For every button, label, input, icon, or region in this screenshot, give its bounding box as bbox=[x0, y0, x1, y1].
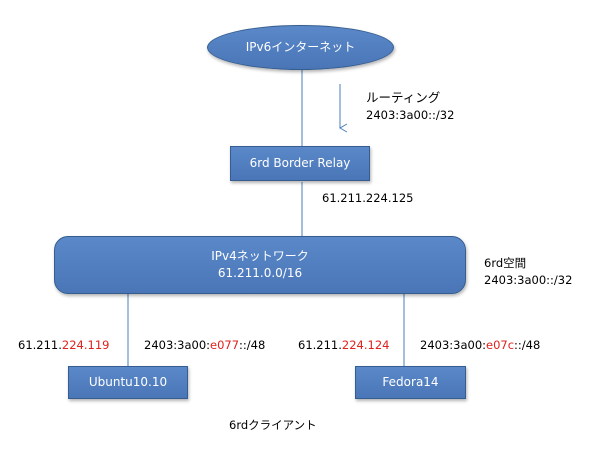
ubuntu-client-label: Ubuntu10.10 bbox=[88, 375, 168, 389]
ubuntu-ipv4-address: 61.211.224.119 bbox=[18, 337, 109, 353]
ubuntu-ipv4-network-part: 61.211. bbox=[18, 338, 62, 352]
relay-ipv4-address: 61.211.224.125 bbox=[322, 191, 414, 205]
ubuntu-client-node: Ubuntu10.10 bbox=[68, 366, 188, 399]
sixrd-space-title: 6rd空間 bbox=[484, 256, 527, 270]
routing-title: ルーティング bbox=[366, 90, 441, 105]
ipv6-internet-node: IPv6インターネット bbox=[207, 25, 394, 70]
ubuntu-ipv6-prefix: 2403:3a00:e077::/48 bbox=[144, 337, 265, 353]
ubuntu-ipv4-host-part: 224.119 bbox=[61, 338, 110, 352]
fedora-client-label: Fedora14 bbox=[382, 375, 439, 389]
fedora-ipv6-prefix: 2403:3a00:e07c::/48 bbox=[420, 337, 540, 353]
fedora-ipv4-host-part: 224.124 bbox=[341, 338, 390, 352]
fedora-ipv4-network-part: 61.211. bbox=[298, 338, 342, 352]
border-relay-label: 6rd Border Relay bbox=[249, 156, 351, 170]
ipv6-internet-label: IPv6インターネット bbox=[245, 40, 356, 54]
fedora-client-node: Fedora14 bbox=[355, 366, 466, 399]
ipv4-network-title: IPv4ネットワーク bbox=[211, 249, 309, 263]
sixrd-space-prefix: 2403:3a00::/32 bbox=[484, 273, 573, 287]
ubuntu-ipv6-embedded: e077 bbox=[210, 338, 240, 352]
ipv4-network-node: IPv4ネットワーク 61.211.0.0/16 bbox=[54, 236, 466, 294]
fedora-ipv6-embedded: e07c bbox=[486, 338, 515, 352]
fedora-ipv4-address: 61.211.224.124 bbox=[298, 337, 389, 353]
ubuntu-ipv6-suffix: ::/48 bbox=[239, 338, 266, 352]
border-relay-node: 6rd Border Relay bbox=[230, 146, 370, 181]
routing-prefix: 2403:3a00::/32 bbox=[366, 108, 455, 122]
ipv4-network-prefix: 61.211.0.0/16 bbox=[217, 266, 303, 280]
fedora-ipv6-base: 2403:3a00: bbox=[420, 338, 487, 352]
ubuntu-ipv6-base: 2403:3a00: bbox=[144, 338, 211, 352]
fedora-ipv6-suffix: ::/48 bbox=[514, 338, 541, 352]
sixrd-clients-caption: 6rdクライアント bbox=[229, 418, 317, 432]
